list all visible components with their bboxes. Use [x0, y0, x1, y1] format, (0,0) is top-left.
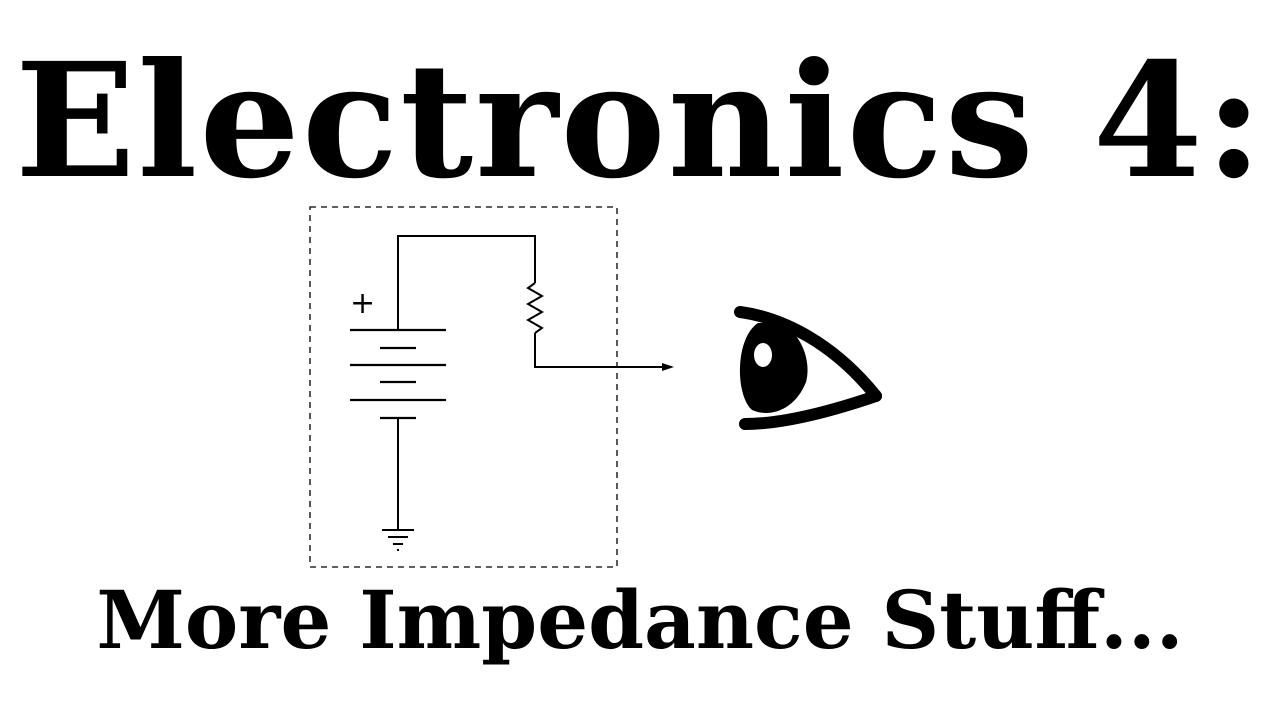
eye-icon — [734, 306, 882, 430]
battery-positive-label: + — [350, 286, 376, 321]
top-wire — [397, 235, 536, 330]
output-wire — [534, 333, 664, 368]
page-title: Electronics 4: — [14, 29, 1266, 214]
page-subtitle: More Impedance Stuff... — [96, 573, 1184, 667]
dashed-enclosure — [309, 206, 618, 568]
output-arrowhead — [662, 363, 674, 371]
ground-symbol — [382, 529, 414, 551]
battery — [350, 328, 446, 420]
resistor — [525, 282, 545, 334]
